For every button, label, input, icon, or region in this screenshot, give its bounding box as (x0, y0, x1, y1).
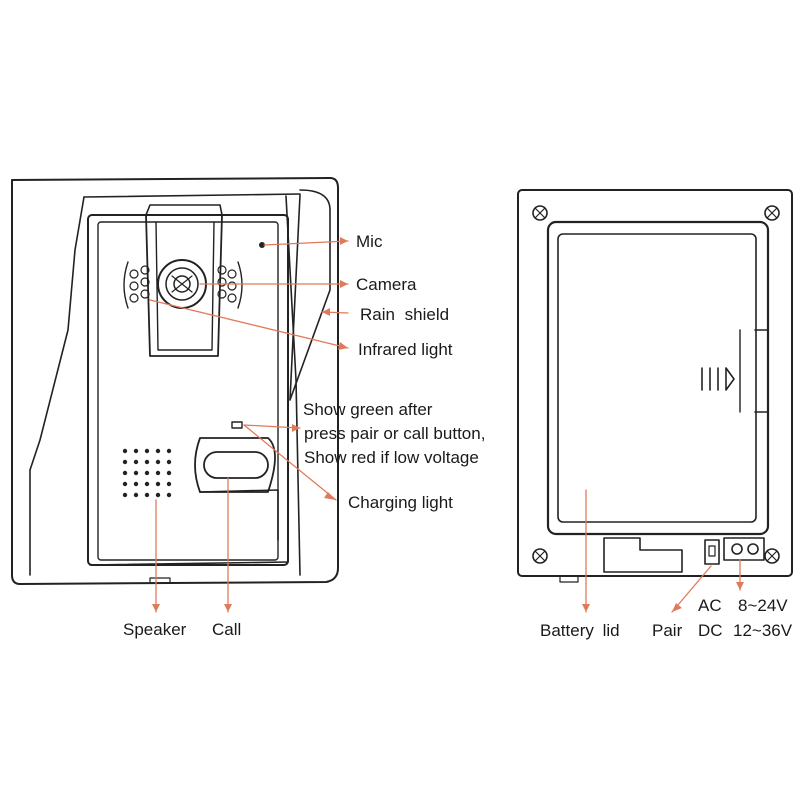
indicator-note-line1: Show green after (303, 400, 433, 419)
dc-voltage-label: 12~36V (733, 621, 793, 640)
bottom-slot (149, 577, 171, 584)
power-terminal (723, 537, 765, 561)
indicator-note-line2: press pair or call button, (304, 424, 486, 443)
rain-shield (289, 189, 331, 401)
charging-light-label: Charging light (348, 493, 453, 512)
ac-voltage-label: 8~24V (738, 596, 788, 615)
outdoor-unit-front-view (11, 177, 339, 585)
leader-lines (149, 237, 744, 613)
front-panel (87, 214, 289, 566)
label-sticker (603, 537, 683, 573)
call-button (194, 437, 279, 541)
infrared-leds (123, 261, 243, 309)
pair-label: Pair (652, 621, 683, 640)
infrared-light-label: Infrared light (358, 340, 453, 359)
charging-light-indicator (231, 421, 243, 429)
ac-label: AC (698, 596, 722, 615)
call-label: Call (212, 620, 242, 639)
mic-label: Mic (356, 232, 383, 251)
outdoor-unit-back-view (517, 189, 793, 583)
battery-lid-label: Battery lid (540, 621, 620, 640)
mounting-screws (532, 205, 780, 564)
rain-shield-label: Rain shield (360, 305, 450, 324)
indicator-note-line3: Show red if low voltage (304, 448, 479, 467)
dc-label: DC (698, 621, 723, 640)
back-plate (517, 189, 793, 577)
speaker-label: Speaker (123, 620, 187, 639)
speaker-grille (122, 448, 172, 498)
battery-lid (546, 220, 770, 536)
housing-outline (11, 177, 339, 585)
camera-label: Camera (356, 275, 417, 294)
pair-switch (704, 539, 720, 565)
camera-lens (157, 259, 207, 309)
